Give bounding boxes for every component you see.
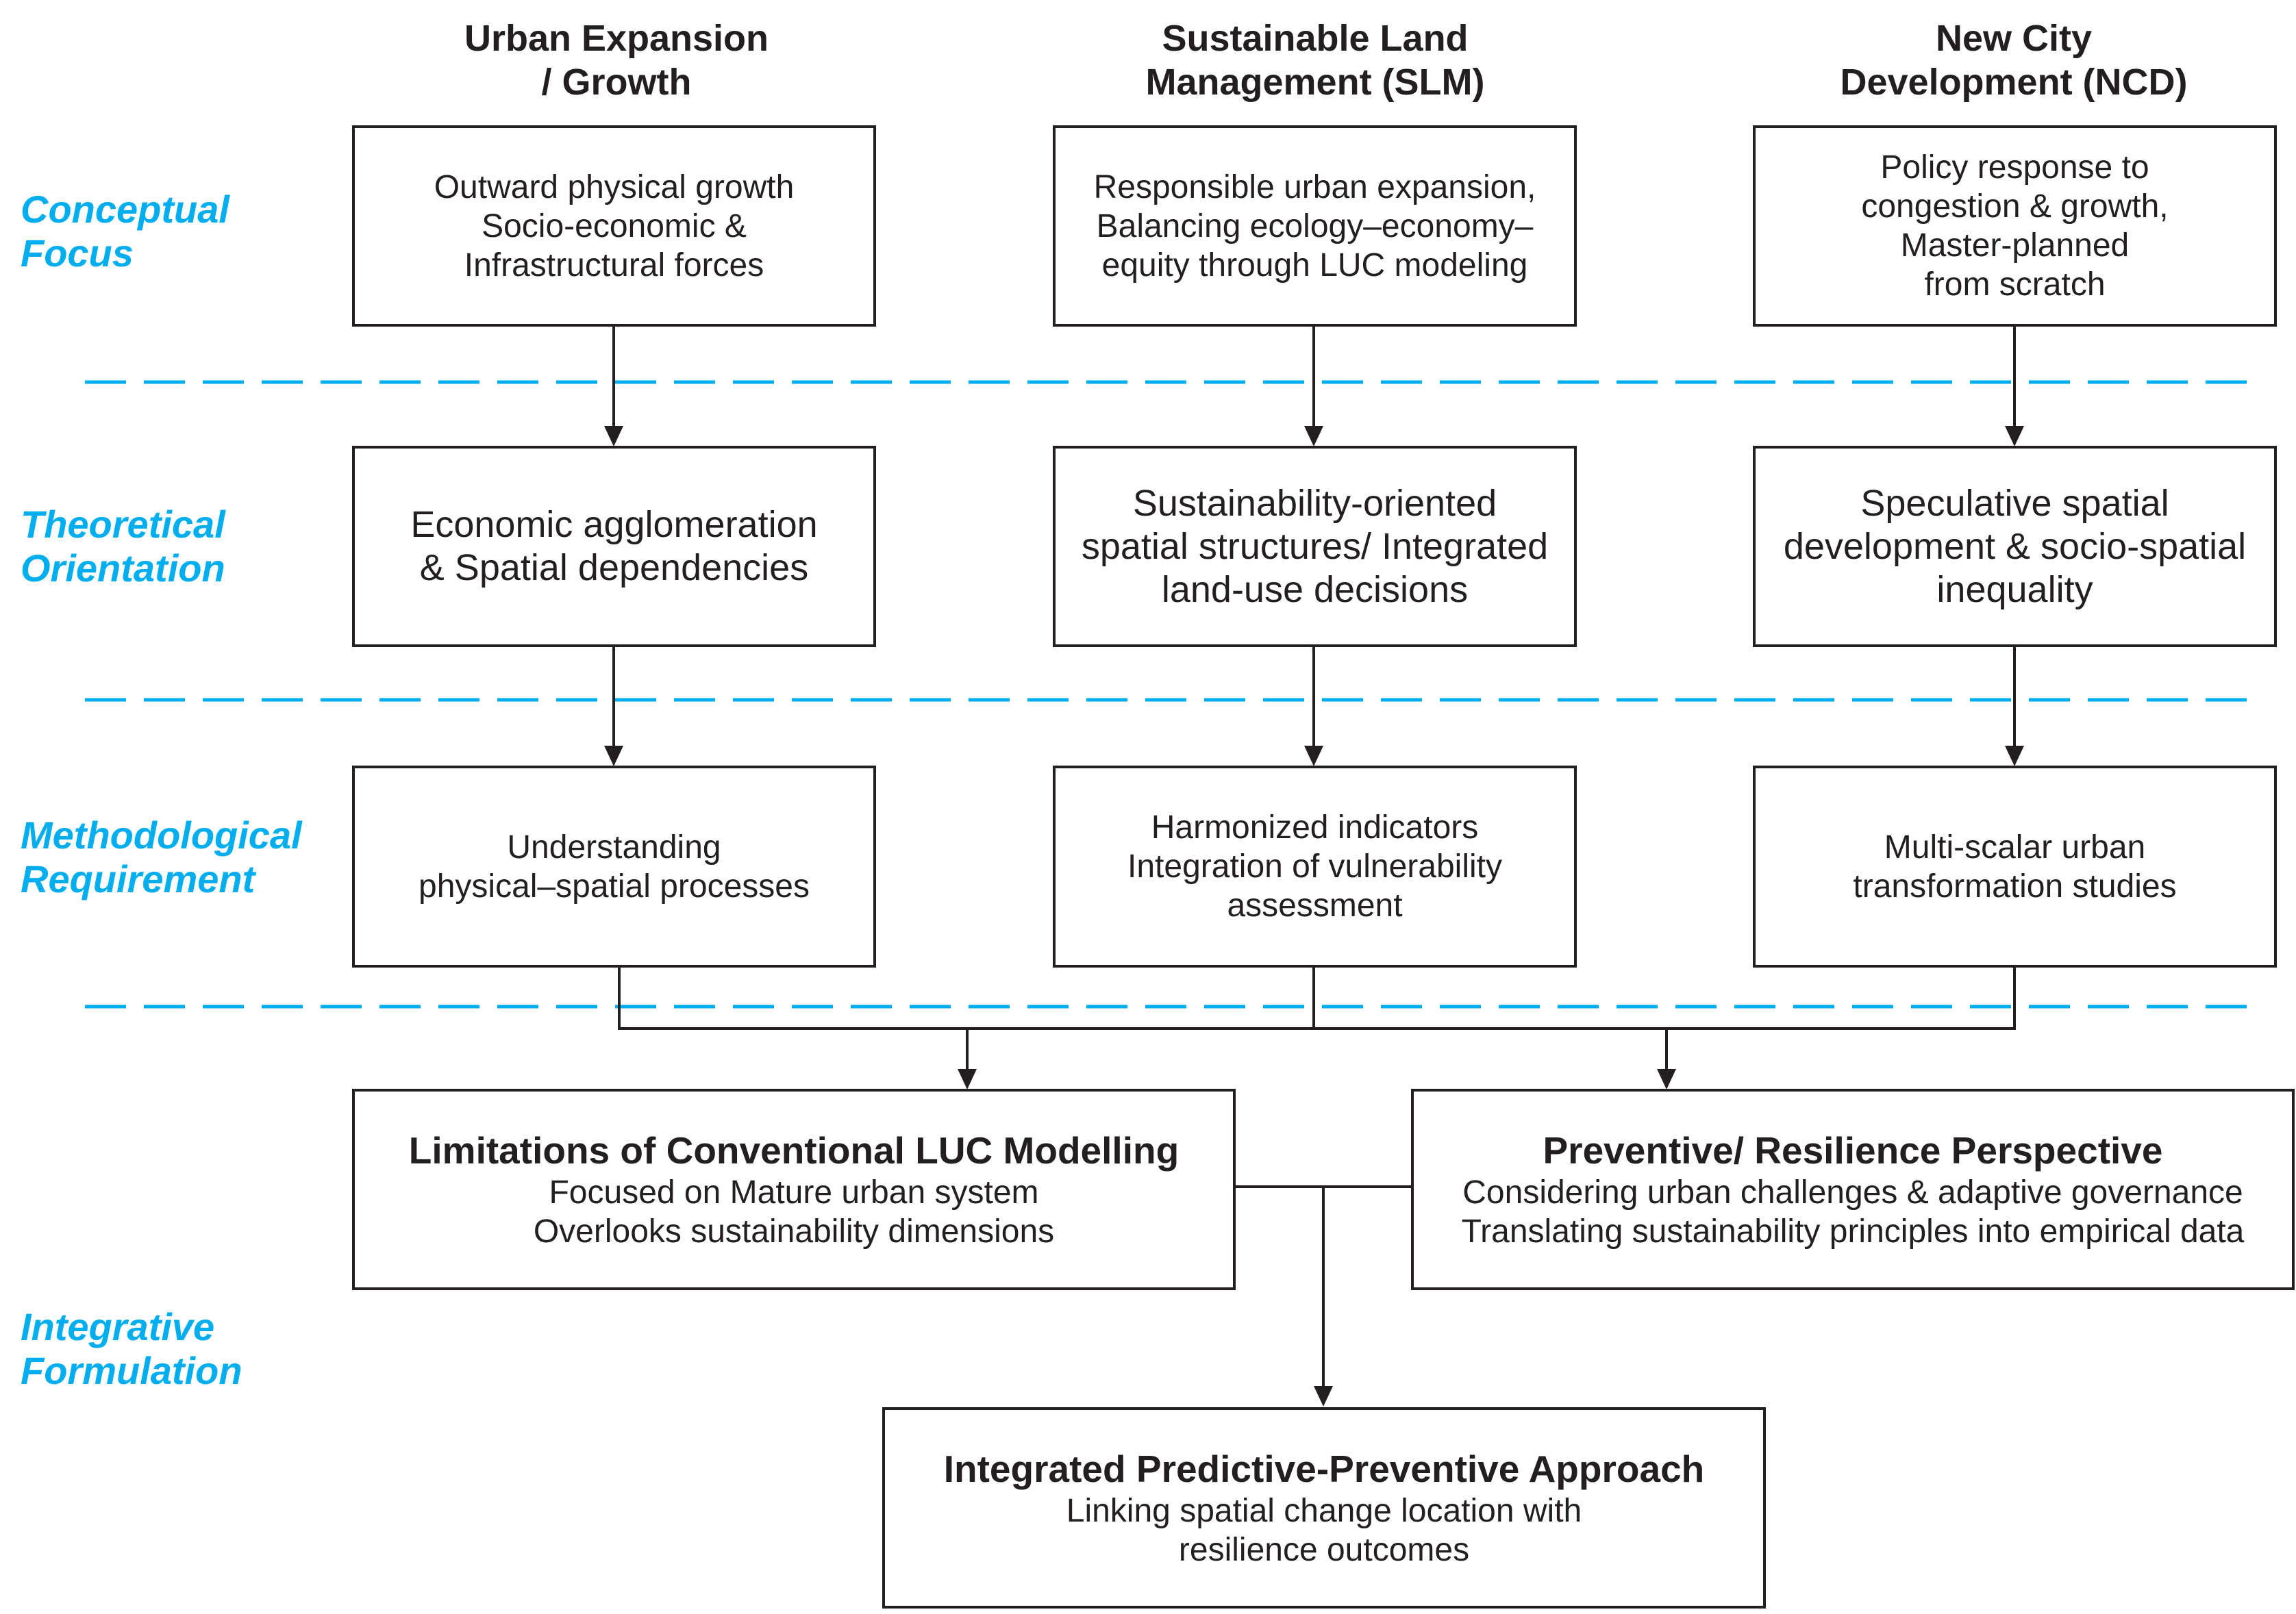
box-text: Responsible urban expansion, Balancing e… <box>1093 168 1536 283</box>
arrowhead-col1-r1 <box>604 426 623 446</box>
box-text: Sustainability-oriented spatial structur… <box>1081 482 1549 610</box>
arrowhead-col3-r2 <box>2005 746 2024 766</box>
box-text: Multi-scalar urban transformation studie… <box>1853 829 2177 905</box>
box-text: Economic agglomeration & Spatial depende… <box>410 504 818 588</box>
arrowhead-integrated <box>1314 1386 1333 1407</box>
column-title-urban-expansion: Urban Expansion / Growth <box>464 18 769 103</box>
methodological-box-slm: Harmonized indicators Integration of vul… <box>1053 766 1577 968</box>
column-title-slm: Sustainable Land Management (SLM) <box>1145 18 1485 103</box>
row-label-conceptual-focus: Conceptual Focus <box>21 188 229 275</box>
box-text: Outward physical growth Socio-economic &… <box>434 168 795 283</box>
box-text: Harmonized indicators Integration of vul… <box>1127 809 1502 924</box>
limitations-text: Focused on Mature urban system Overlooks… <box>533 1174 1055 1250</box>
integrated-title: Integrated Predictive-Preventive Approac… <box>943 1448 1705 1490</box>
preventive-title: Preventive/ Resilience Perspective <box>1543 1129 2163 1172</box>
arrowhead-limitations <box>958 1069 977 1089</box>
box-text: Speculative spatial development & socio-… <box>1783 482 2247 610</box>
theoretical-box-ncd: Speculative spatial development & socio-… <box>1753 446 2277 647</box>
arrowhead-preventive <box>1657 1069 1676 1089</box>
integrated-text: Linking spatial change location with res… <box>1066 1493 1582 1568</box>
theoretical-box-urban-expansion: Economic agglomeration & Spatial depende… <box>352 446 876 647</box>
row-label-theoretical-orientation: Theoretical Orientation <box>21 503 225 590</box>
limitations-box: Limitations of Conventional LUC Modellin… <box>352 1089 1236 1290</box>
arrowhead-col2-r2 <box>1304 746 1323 766</box>
conceptual-box-urban-expansion: Outward physical growth Socio-economic &… <box>352 125 876 327</box>
integrated-box: Integrated Predictive-Preventive Approac… <box>882 1407 1766 1609</box>
arrowhead-col2-r1 <box>1304 426 1323 446</box>
methodological-box-urban-expansion: Understanding physical–spatial processes <box>352 766 876 968</box>
methodological-box-ncd: Multi-scalar urban transformation studie… <box>1753 766 2277 968</box>
row-label-methodological-requirement: Methodological Requirement <box>21 814 302 900</box>
theoretical-box-slm: Sustainability-oriented spatial structur… <box>1053 446 1577 647</box>
box-text: Understanding physical–spatial processes <box>419 829 810 905</box>
row-label-integrative-formulation: Integrative Formulation <box>21 1305 242 1392</box>
column-title-ncd: New City Development (NCD) <box>1840 18 2188 103</box>
conceptual-box-slm: Responsible urban expansion, Balancing e… <box>1053 125 1577 327</box>
conceptual-box-ncd: Policy response to congestion & growth, … <box>1753 125 2277 327</box>
arrowhead-col3-r1 <box>2005 426 2024 446</box>
arrowhead-col1-r2 <box>604 746 623 766</box>
preventive-text: Considering urban challenges & adaptive … <box>1461 1174 2245 1250</box>
box-text: Policy response to congestion & growth, … <box>1861 149 2169 303</box>
preventive-box: Preventive/ Resilience Perspective Consi… <box>1411 1089 2295 1290</box>
limitations-title: Limitations of Conventional LUC Modellin… <box>408 1129 1180 1172</box>
